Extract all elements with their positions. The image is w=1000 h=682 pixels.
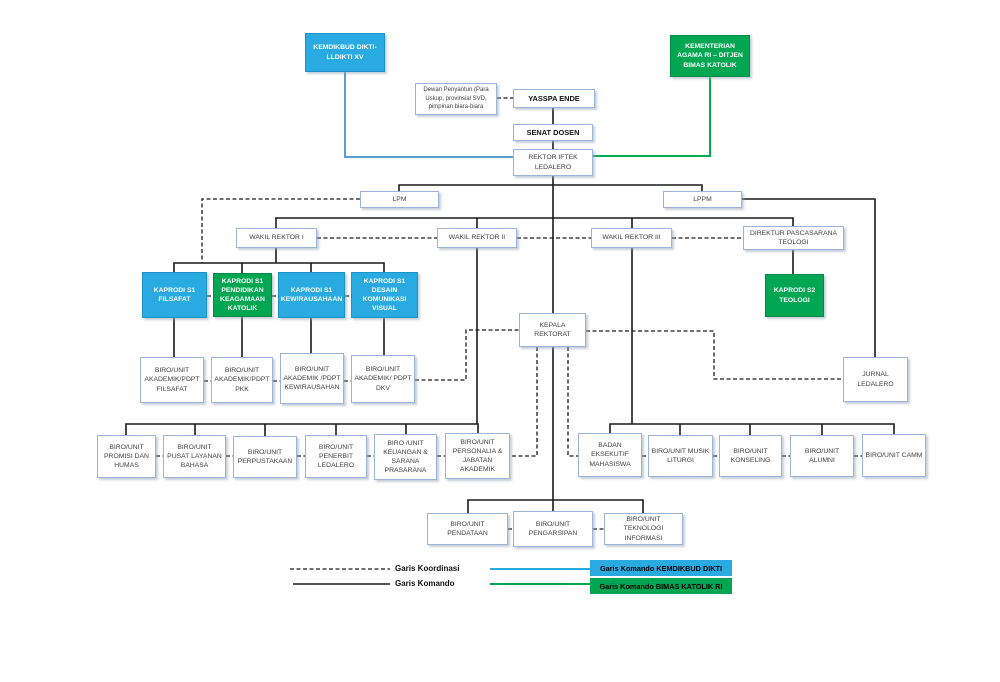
node-kaprodi-s1-dkv: KAPRODI S1 DESAIN KOMUNIKASI VISUAL [351,272,418,318]
node-yasspa-ende: YASSPA ENDE [513,89,595,108]
node-wakil-rektor-1: WAKIL REKTOR I [236,228,317,248]
node-kemdikbud: KEMDIKBUD DIKTI-LLDIKTI XV [305,33,385,72]
node-biro-promisi-humas: BIRO/UNIT PROMISI DAN HUMAS [97,435,156,478]
node-jurnal-ledalero: JURNAL LEDALERO [843,357,908,402]
node-kaprodi-s1-filsafat: KAPRODI S1 FILSAFAT [142,272,207,318]
node-biro-akademik-pkk: BIRO/UNIT AKADEMIK/PDPT PKK [211,357,273,403]
node-kemenag: KEMENTERIAN AGAMA RI – DITJEN BIMAS KATO… [670,35,750,77]
koordinasi-lines [156,97,862,570]
node-biro-penerbit-ledalero: BIRO/UNIT PENERBIT LEDALERO [305,435,367,478]
node-biro-konseling: BIRO/UNIT KONSELING [719,435,782,477]
bimas-komando-line [593,77,711,157]
komando-lines [125,108,895,585]
node-wakil-rektor-2: WAKIL REKTOR II [437,228,517,248]
legend-label-komando: Garis Komando [395,579,455,588]
node-biro-akademik-filsafat: BIRO/UNIT AKADEMIK/PDPT FILSAFAT [140,357,204,403]
node-biro-pengarsipan: BIRO/UNIT PENGARSIPAN [513,511,593,547]
node-lppm: LPPM [663,191,742,208]
node-biro-camm: BIRO/UNIT CAMM [862,434,926,477]
node-biro-pendataan: BIRO/UNIT PENDATAAN [427,513,508,545]
node-rektor: REKTOR IFTEK LEDALERO [513,149,593,176]
node-kepala-rektorat: KEPALA REKTORAT [519,313,586,347]
node-bem: BADAN EKSEKUTIF MAHASISWA [578,433,642,477]
node-biro-teknologi-informasi: BIRO/UNIT TEKNOLOGI INFORMASI [604,513,683,545]
legend-box-kemdikbud: Garis Komando KEMDIKBUD DIKTI [590,560,732,576]
node-biro-personalia: BIRO/UNIT PERSONALIA & JABATAN AKADEMIK [445,433,510,479]
node-biro-akademik-dkv: BIRO/UNIT AKADEMIK/ PDPT DKV [351,355,415,403]
node-biro-musik-liturgi: BIRO/UNIT MUSIK LITURGI [648,435,713,477]
node-direktur-pascasarana: DIREKTUR PASCASARANA TEOLOGI [743,226,844,250]
node-dewan-penyantun: Dewan Penyantun (Para Uskup, provinsial … [415,83,497,115]
kemdikbud-komando-line [344,72,513,158]
node-kaprodi-s2-teologi: KAPRODI S2 TEOLOGI [765,274,824,317]
node-senat-dosen: SENAT DOSEN [513,124,593,141]
legend-label-koordinasi: Garis Koordinasi [395,564,460,573]
node-wakil-rektor-3: WAKIL REKTOR III [591,228,672,248]
node-lpm: LPM [360,191,439,208]
node-biro-pusat-layanan-bahasa: BIRO/UNIT PUSAT LAYANAN BAHASA [163,435,226,478]
node-biro-akademik-kewirausahaan: BIRO/UNIT AKADEMIK /PDPT KEWIRAUSAHAN [280,353,344,404]
node-kaprodi-s1-pkk: KAPRODI S1 PENDIDIKAN KEAGAMAAN KATOLIK [213,273,272,317]
node-kaprodi-s1-kewirausahaan: KAPRODI S1 KEWIRAUSAHAAN [278,272,345,318]
node-biro-perpustakaan: BIRO/UNIT PERPUSTAKAAN [233,436,297,478]
node-biro-keuangan: BIRO /UNIT KEUANGAN & SARANA PRASARANA [374,434,437,480]
node-biro-alumni: BIRO/UNIT ALUMNI [790,435,854,477]
legend-box-bimas: Garis Komando BIMAS KATOLIK RI [590,578,732,594]
